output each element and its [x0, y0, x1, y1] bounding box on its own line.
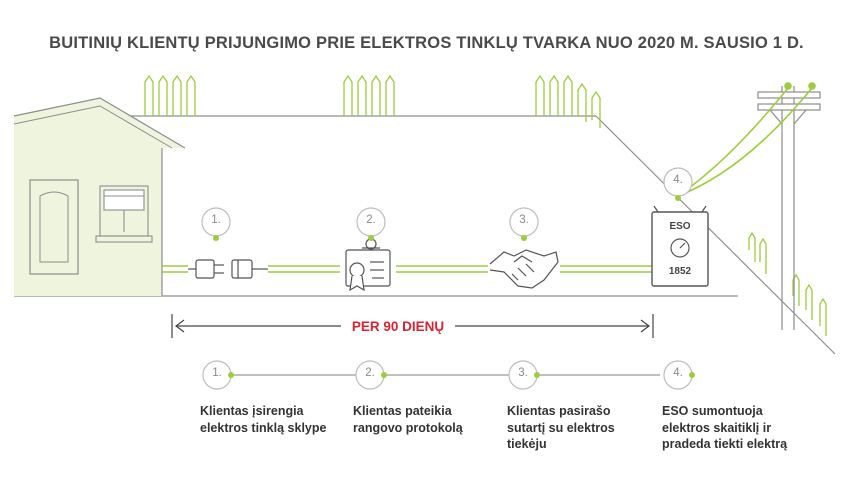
scene-step-4-bubble	[663, 167, 693, 201]
house-window	[95, 185, 153, 243]
timeline-step-1-number: 1.	[212, 367, 222, 379]
timeline-step-4-line-2: elektros skaitiklį ir	[662, 420, 772, 435]
timeline-step-3-line-1: Klientas pasirašo	[507, 404, 611, 418]
scene-step-2-number: 2.	[366, 214, 376, 226]
timeline-step-4-line-1: ESO sumontuoja	[662, 404, 763, 418]
period-label: PER 90 DIENŲ	[341, 319, 455, 334]
timeline	[202, 360, 695, 390]
scene-step-1-bubble	[201, 207, 231, 241]
timeline-step-2-number: 2.	[365, 367, 375, 379]
electricity-meter-icon	[651, 205, 709, 287]
fence-middle	[343, 74, 395, 116]
timeline-step-4-text: ESO sumontuoja elektros skaitiklį ir pra…	[662, 403, 787, 453]
timeline-step-1-line-1: Klientas įsirengia	[200, 404, 304, 418]
meter-serial-label: 1852	[668, 266, 692, 277]
plug-connector-icon	[188, 259, 268, 279]
supply-cable	[162, 265, 652, 273]
scene-step-4-number: 4.	[673, 174, 683, 186]
certificate-document-icon	[345, 238, 391, 292]
scene-step-1-number: 1.	[211, 214, 221, 226]
land-plot	[14, 116, 835, 352]
timeline-step-2-text: Klientas pateikia rangovo protokolą	[353, 403, 463, 436]
timeline-step-4-number: 4.	[673, 367, 683, 379]
scene-step-3-bubble	[509, 207, 539, 241]
meter-brand-label: ESO	[669, 221, 691, 232]
fence-side	[748, 231, 827, 336]
scene-step-3-number: 3.	[519, 214, 529, 226]
timeline-step-1-line-2: elektros tinklą sklype	[200, 420, 327, 435]
timeline-step-2-line-1: Klientas pateikia	[353, 404, 452, 418]
page-title: BUITINIŲ KLIENTŲ PRIJUNGIMO PRIE ELEKTRO…	[49, 34, 804, 52]
fence-right	[535, 74, 601, 128]
timeline-step-3-number: 3.	[518, 367, 528, 379]
timeline-step-2-line-2: rangovo protokolą	[353, 420, 463, 435]
timeline-step-3-text: Klientas pasirašo sutartį su elektros ti…	[507, 403, 615, 453]
timeline-step-4-line-3: pradeda tiekti elektrą	[662, 437, 788, 451]
handshake-icon	[489, 249, 559, 289]
timeline-step-3-line-3: tiekėju	[507, 437, 547, 451]
timeline-step-1-text: Klientas įsirengia elektros tinklą sklyp…	[200, 403, 326, 436]
power-pole	[757, 86, 821, 330]
timeline-step-3-line-2: sutartį su elektros	[507, 420, 615, 435]
scene-step-2-bubble	[356, 207, 386, 241]
fence-left	[144, 74, 196, 116]
plot-edge-right	[595, 115, 836, 355]
house	[13, 97, 186, 296]
house-door	[29, 179, 79, 275]
